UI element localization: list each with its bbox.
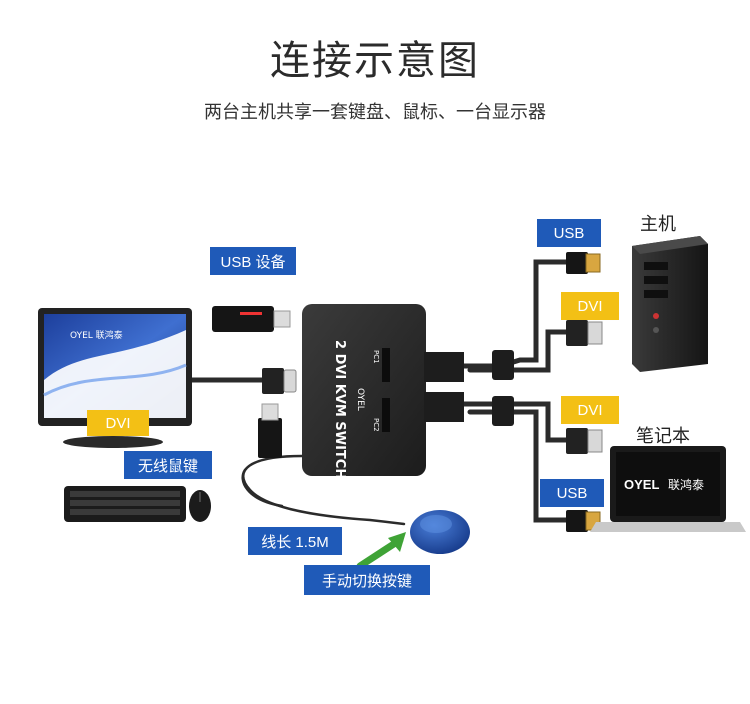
monitor-brand: OYEL 联鸿泰 [70,329,123,341]
label-usb-host: USB [537,219,601,247]
label-manual-button: 手动切换按键 [304,565,430,595]
ferrite-chokes [492,350,514,426]
dvi-plug-laptop [566,428,603,454]
usb-plug-switch [258,403,282,458]
label-wireless-km: 无线鼠键 [124,451,212,479]
page-title: 连接示意图 [270,38,480,84]
dvi-plug-host [566,320,603,346]
switch-port2: PC2 [372,418,380,432]
label-dvi-laptop: DVI [561,396,619,424]
label-usb-laptop: USB [540,479,604,507]
host-tower [632,236,708,372]
switch-port1: PC1 [372,350,380,364]
green-arrow [356,532,406,570]
mouse [189,490,211,522]
manual-switch-button [410,510,470,554]
label-usb-device: USB 设备 [210,247,296,275]
keyboard [64,486,186,522]
label-laptop: 笔记本 [636,426,690,447]
switch-model: 2 DVI KVM SWITCH [332,340,347,479]
kvm-switch: 2 DVI KVM SWITCH OYEL PC1 PC2 [302,304,464,479]
monitor: OYEL 联鸿泰 [38,308,192,448]
dvi-connector-monitor [262,368,297,394]
usb-dongle [212,306,291,332]
label-host: 主机 [640,214,676,235]
switch-brand: OYEL [355,388,365,411]
label-dvi-host: DVI [561,292,619,320]
laptop: OYEL 联鸿泰 [590,446,746,532]
page-subtitle: 两台主机共享一套键盘、鼠标、一台显示器 [204,102,546,123]
laptop-brand-cn: 联鸿泰 [668,478,704,492]
label-dvi-monitor: DVI [87,410,149,436]
laptop-brand: OYEL [624,477,659,492]
usb-plug-host [566,252,601,274]
label-cable-length: 线长 1.5M [248,527,342,555]
